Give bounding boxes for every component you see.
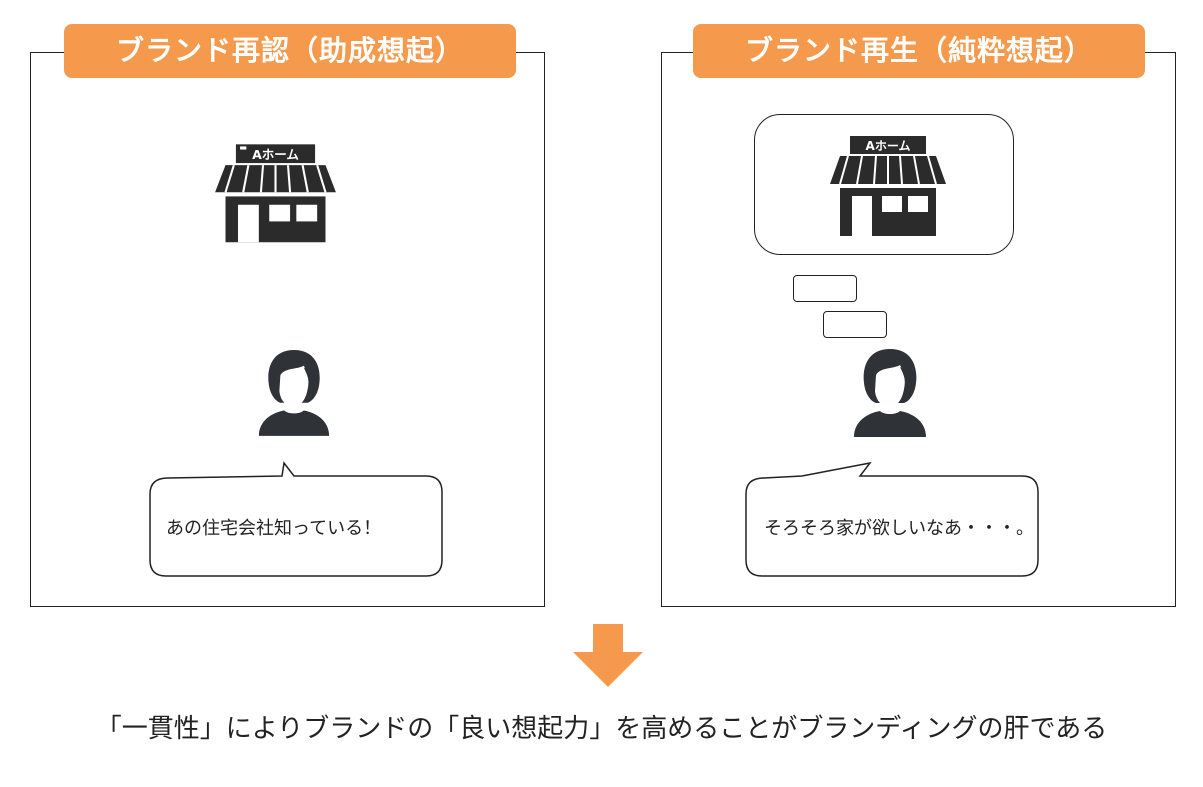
- thought-step-1: [793, 275, 857, 302]
- speech-text-right: そろそろ家が欲しいなあ・・・。: [764, 518, 1034, 539]
- speech-bubble-right: [745, 461, 1039, 577]
- speech-text-left: あの住宅会社知っている！: [166, 518, 382, 539]
- store-icon-left: Aホーム: [213, 127, 338, 245]
- store-sign-left: Aホーム: [252, 147, 299, 162]
- thought-step-2: [823, 311, 887, 338]
- speech-bubble-left: [149, 461, 443, 577]
- store-icon-right: Aホーム: [830, 136, 946, 236]
- person-icon-left: [258, 350, 330, 436]
- person-icon-right: [854, 349, 926, 437]
- conclusion-text: 「一貫性」によりブランドの「良い想起力」を高めることがブランディングの肝である: [95, 714, 1108, 744]
- left-panel-title: ブランド再認（助成想起）: [64, 24, 516, 78]
- right-panel-title: ブランド再生（純粋想起）: [693, 24, 1145, 78]
- store-sign-right: Aホーム: [866, 139, 911, 153]
- down-arrow-icon: [573, 624, 643, 687]
